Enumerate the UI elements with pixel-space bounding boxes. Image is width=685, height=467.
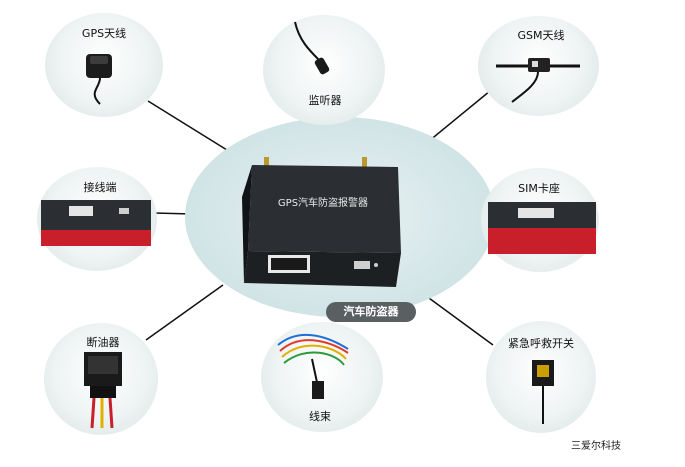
terminal-image: [41, 200, 151, 246]
emergency-switch-image: [532, 360, 554, 424]
harness-image: [277, 333, 349, 399]
sim-slot-image: [488, 202, 596, 254]
device-label: GPS汽车防盗报警器: [277, 198, 369, 209]
gps-antenna-image: [86, 54, 112, 105]
gsm-antenna-image: [496, 58, 580, 103]
product-caption: 汽车防盗器: [326, 302, 416, 322]
brand-name: 三爱尔科技: [571, 441, 621, 452]
label-cutoff-relay: 断油器: [86, 336, 120, 349]
label-gsm-antenna: GSM天线: [517, 29, 565, 42]
label-sim-slot: SIM卡座: [518, 182, 560, 195]
alarm-device-image: [242, 157, 401, 287]
bubble-harness: [261, 322, 383, 432]
label-listener: 监听器: [308, 94, 342, 107]
label-emergency-switch: 紧急呼救开关: [508, 337, 574, 350]
cutoff-relay-image: [84, 352, 122, 429]
label-gps-antenna: GPS天线: [81, 27, 127, 40]
label-harness: 线束: [309, 410, 331, 423]
listener-image: [294, 21, 330, 75]
label-terminal: 接线端: [83, 181, 117, 194]
